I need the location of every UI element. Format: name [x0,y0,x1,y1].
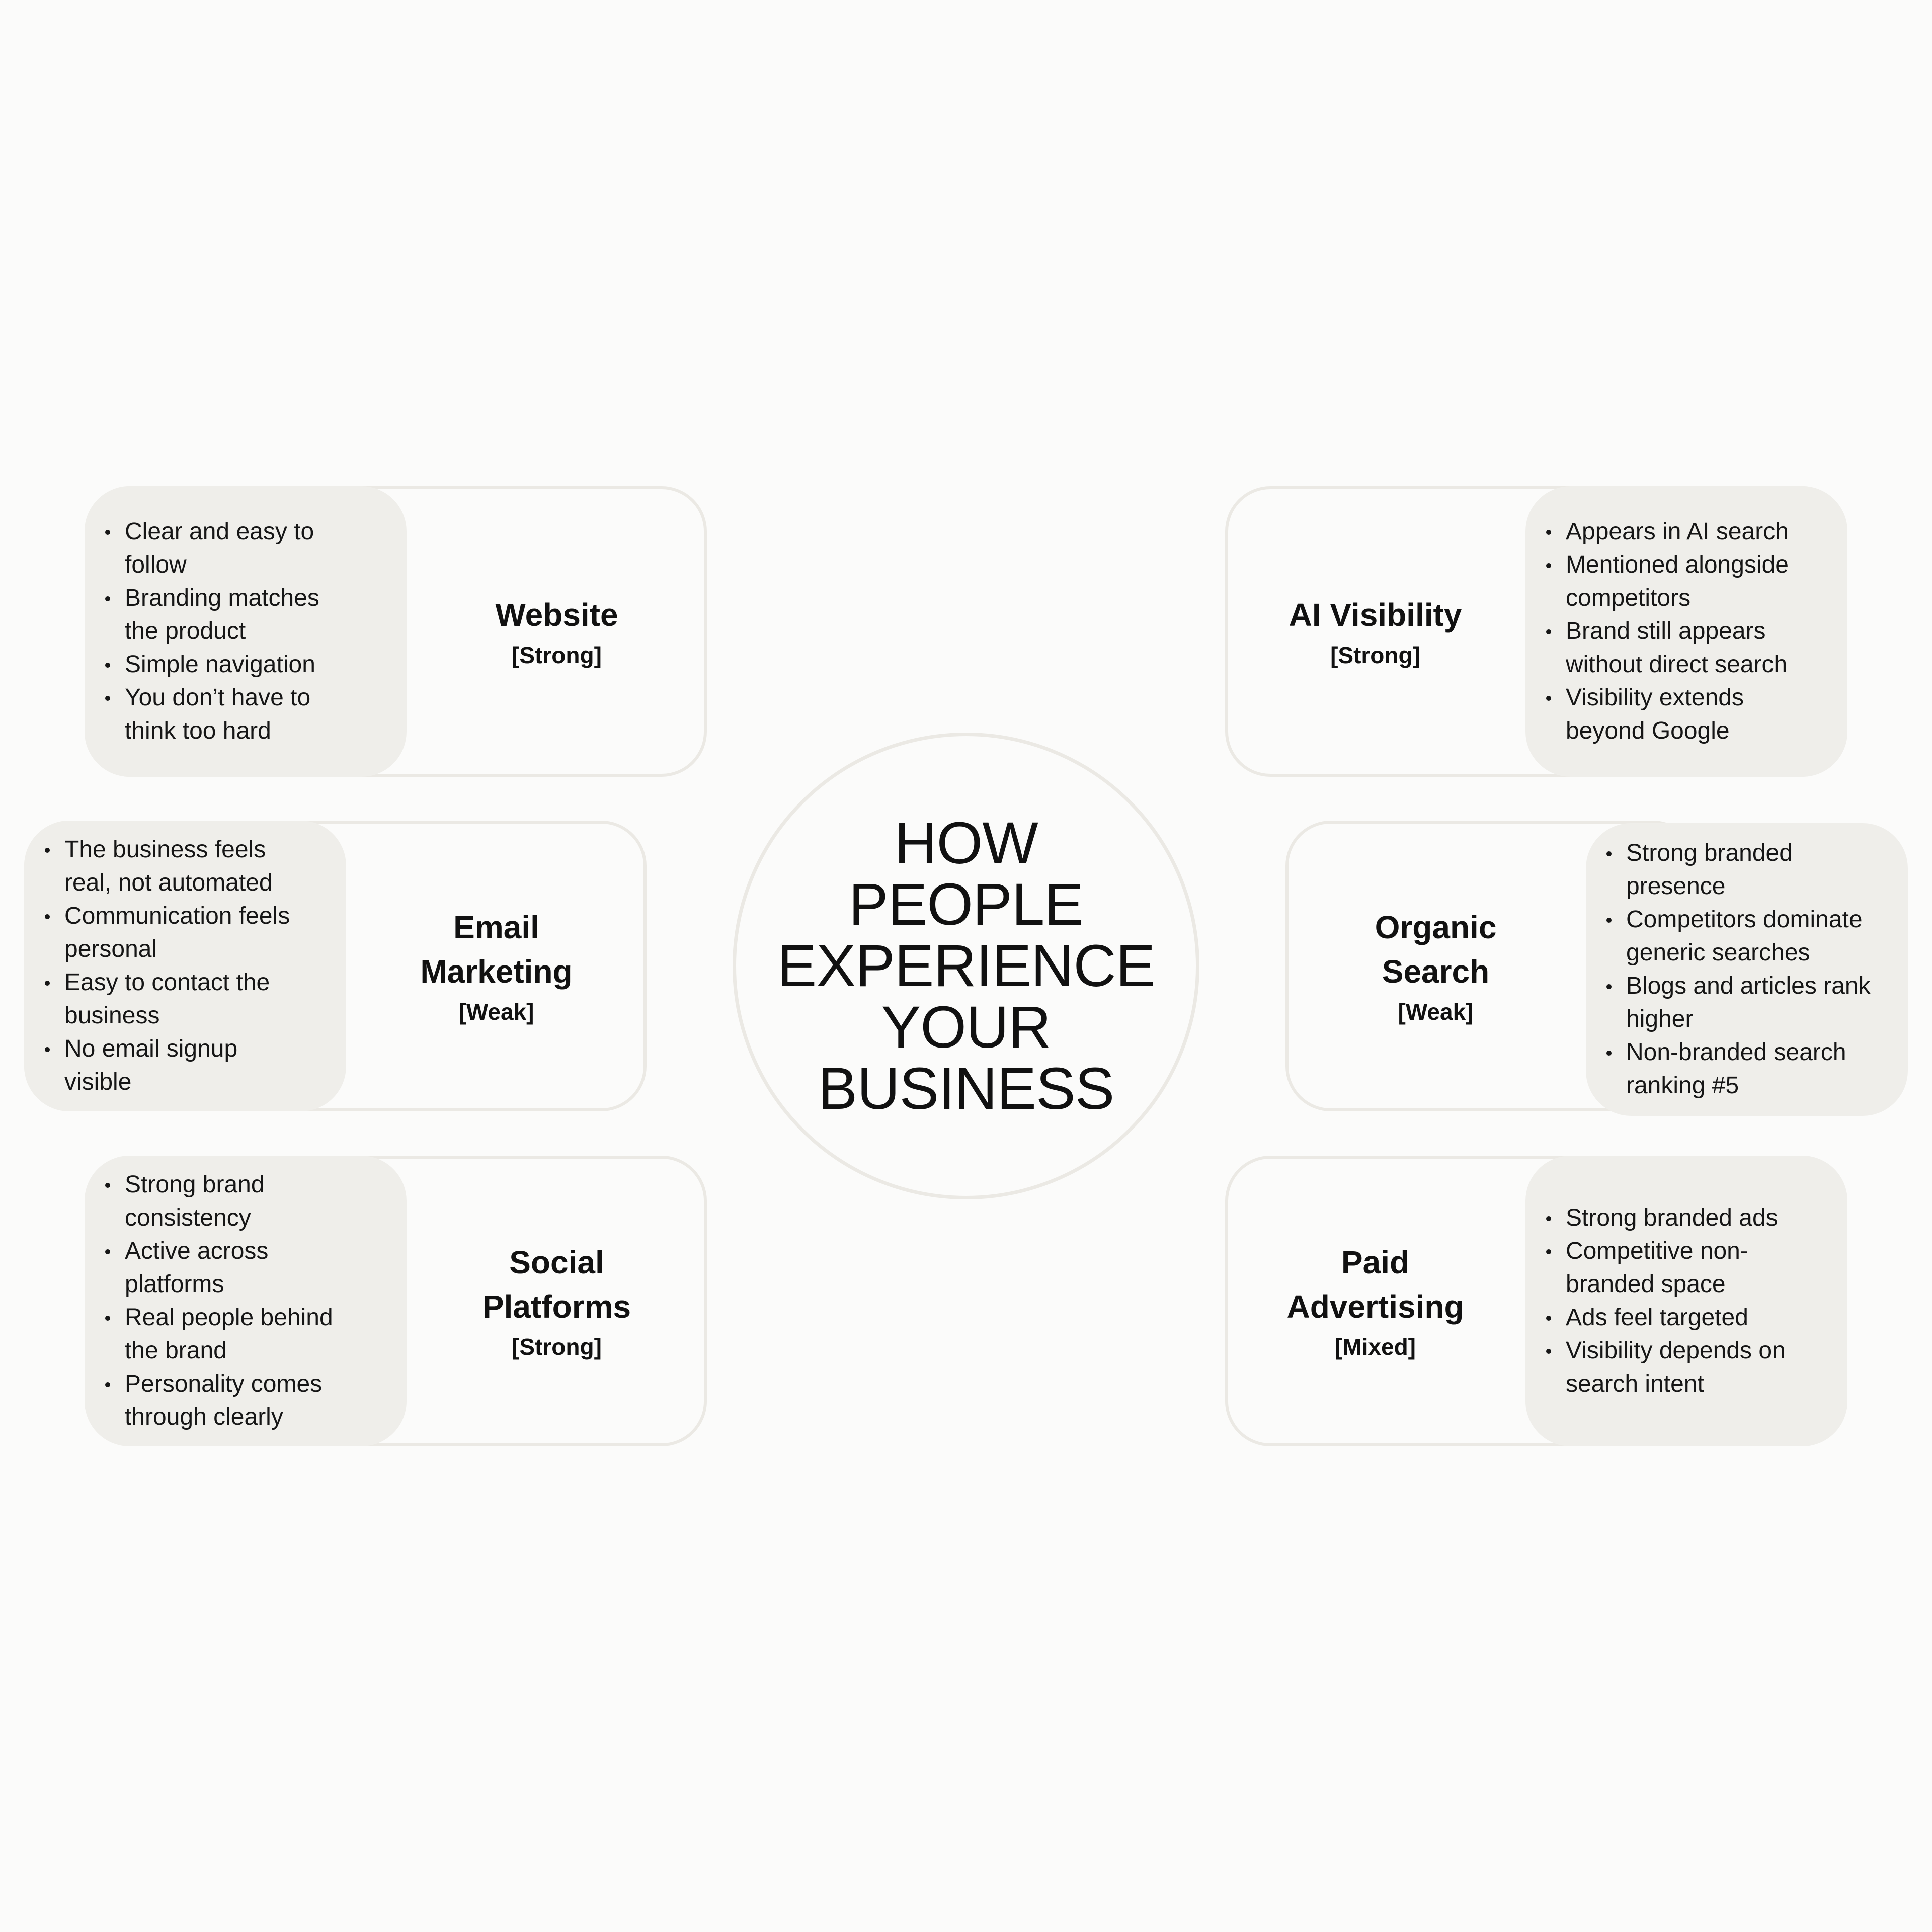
website-title: Website [495,597,618,633]
website-point: Clear and easy to follow [105,515,346,582]
website-points: Clear and easy to follow Branding matche… [105,515,396,748]
center-hub: HOW PEOPLE EXPERIENCE YOUR BUSINESS [733,733,1199,1199]
email-status: [Weak] [458,999,534,1025]
email-title: Email Marketing [420,909,573,990]
organic-title: Organic Search [1375,909,1497,990]
email-point: The business feels real, not automated [45,833,296,900]
organic-points: Strong branded presence Competitors domi… [1606,837,1898,1102]
ai-point: Mentioned alongside competitors [1546,548,1817,615]
social-points: Strong brand consistency Active across p… [105,1168,396,1434]
ai-point: Visibility extends beyond Google [1546,681,1817,748]
ai-label: AI Visibility [Strong] [1225,486,1525,777]
paid-points-panel: Strong branded ads Competitive non-brand… [1525,1156,1847,1446]
ai-title: AI Visibility [1289,597,1462,633]
ai-point: Brand still appears without direct searc… [1546,615,1817,681]
paid-status: [Mixed] [1335,1334,1416,1360]
paid-label: Paid Advertising [Mixed] [1225,1156,1525,1446]
social-point: Active across platforms [105,1235,356,1301]
paid-points: Strong branded ads Competitive non-brand… [1546,1201,1837,1401]
ai-points: Appears in AI search Mentioned alongside… [1546,515,1837,748]
ai-status: [Strong] [1330,642,1420,668]
email-points-panel: The business feels real, not automated C… [24,821,346,1111]
organic-point: Blogs and articles rank higher [1606,970,1878,1036]
social-status: [Strong] [512,1334,602,1360]
social-label: Social Platforms [Strong] [407,1156,707,1446]
social-point: Real people behind the brand [105,1301,356,1367]
ai-point: Appears in AI search [1546,515,1817,548]
social-title: Social Platforms [482,1244,631,1325]
email-points: The business feels real, not automated C… [45,833,336,1099]
email-point: Communication feels personal [45,900,296,966]
social-point: Strong brand consistency [105,1168,356,1235]
website-point: Branding matches the product [105,582,346,648]
website-point: Simple navigation [105,648,346,681]
organic-point: Strong branded presence [1606,837,1878,903]
email-point: Easy to contact the business [45,966,296,1032]
email-point: No email signup visible [45,1032,296,1099]
organic-point: Competitors dominate generic searches [1606,903,1878,970]
paid-point: Visibility depends on search intent [1546,1334,1817,1401]
organic-points-panel: Strong branded presence Competitors domi… [1586,823,1908,1116]
social-points-panel: Strong brand consistency Active across p… [85,1156,407,1446]
social-point: Personality comes through clearly [105,1367,356,1434]
paid-point: Ads feel targeted [1546,1301,1817,1334]
organic-label: Organic Search [Weak] [1285,821,1586,1111]
center-title: HOW PEOPLE EXPERIENCE YOUR BUSINESS [777,810,1156,1122]
website-label: Website [Strong] [407,486,707,777]
website-status: [Strong] [512,642,602,668]
paid-title: Paid Advertising [1286,1244,1464,1325]
organic-point: Non-branded search ranking #5 [1606,1036,1878,1102]
ai-points-panel: Appears in AI search Mentioned alongside… [1525,486,1847,777]
website-points-panel: Clear and easy to follow Branding matche… [85,486,407,777]
paid-point: Strong branded ads [1546,1201,1817,1235]
organic-status: [Weak] [1398,999,1474,1025]
website-point: You don’t have to think too hard [105,681,346,748]
paid-point: Competitive non-branded space [1546,1235,1817,1301]
email-label: Email Marketing [Weak] [346,821,647,1111]
